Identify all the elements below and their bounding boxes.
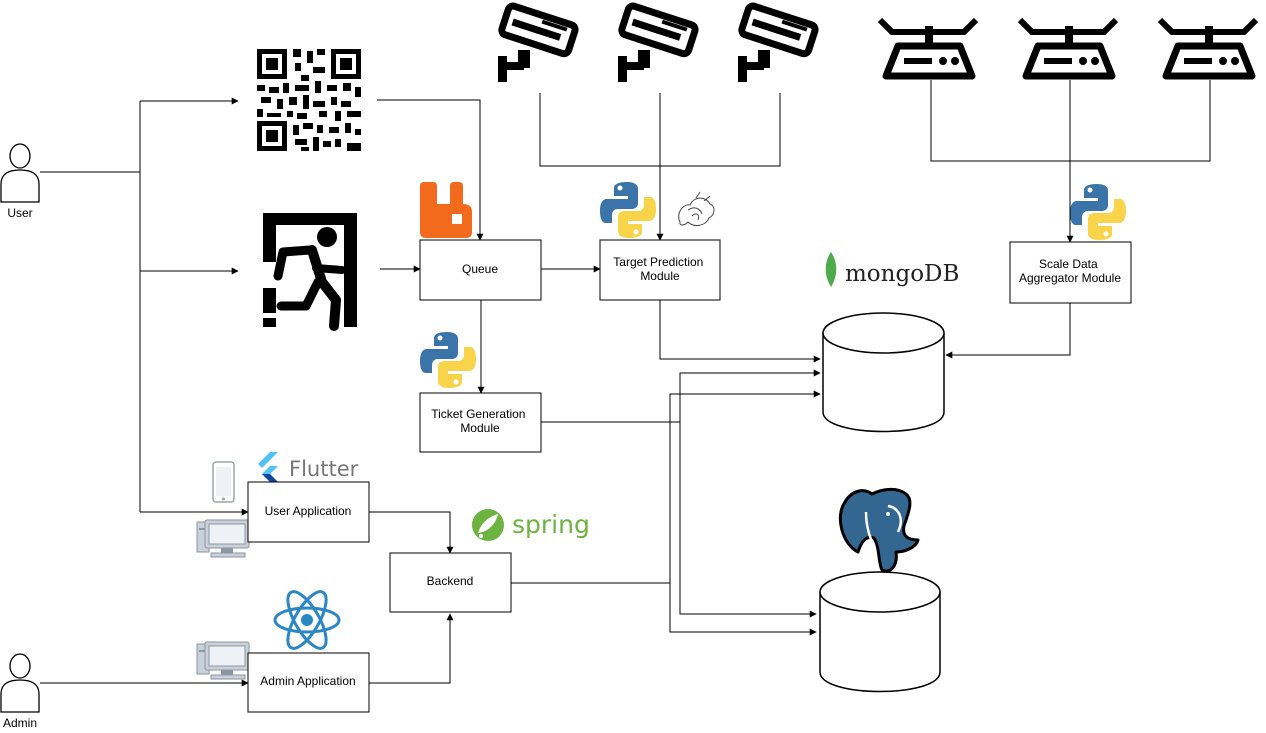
arrow-ticket-to-postgres [679, 422, 817, 618]
postgresql-elephant-icon [839, 487, 920, 573]
smartphone-icon [212, 461, 235, 503]
spring-logo-icon [472, 509, 504, 541]
arrow-qr-to-queue [377, 99, 484, 241]
queue-box: Queue [419, 239, 542, 301]
desktop-computer-icon [196, 641, 250, 680]
person-icon [0, 653, 40, 713]
arrow-target-to-mongo [659, 300, 821, 363]
arrow-aggregator-to-mongo [945, 303, 1071, 359]
backend-box: Backend [389, 552, 512, 613]
rabbitmq-logo-icon [420, 182, 472, 238]
mongodb-database [822, 312, 945, 433]
cctv-camera-icon [738, 5, 816, 82]
mongodb-label: mongoDB [845, 261, 959, 287]
backend-label: Backend [427, 574, 474, 588]
scale-aggregator-label: Scale Data Aggregator Module [1019, 257, 1121, 285]
ticket-generation-label-line1: Ticket Generation [431, 407, 525, 421]
user-application-box: User Application [247, 481, 370, 543]
mongodb-leaf-icon [825, 252, 837, 287]
target-prediction-label-line1: Target Prediction [613, 255, 703, 269]
scale-aggregator-label-line2: Aggregator Module [1019, 271, 1121, 285]
pytorch-sketch-icon [678, 191, 715, 226]
admin-application-label: Admin Application [260, 674, 355, 688]
arrow-ticket-to-mongo [541, 369, 821, 423]
weighing-scale-icon [1020, 20, 1116, 76]
cctv-camera-icon [618, 5, 696, 82]
target-prediction-label: Target Prediction Module [613, 255, 706, 283]
flutter-logo: Flutter [258, 452, 359, 482]
ticket-generation-label: Ticket Generation Module [431, 407, 529, 435]
arrow-backend-to-postgres [669, 583, 817, 636]
arrow-adminapp-to-backend [369, 613, 454, 684]
database-cylinder-icon [822, 312, 945, 433]
user-actor: User [0, 143, 40, 220]
user-application-label: User Application [265, 504, 352, 518]
scale-aggregator-box: Scale Data Aggregator Module [1009, 241, 1132, 304]
arrow-userapp-to-backend [369, 511, 454, 554]
ticket-generation-label-line2: Module [460, 421, 500, 435]
admin-application-box: Admin Application [247, 652, 370, 713]
postgresql-database [819, 571, 941, 693]
cctv-camera-icon [498, 5, 576, 82]
react-logo-icon [273, 590, 341, 650]
ticket-generation-box: Ticket Generation Module [419, 392, 542, 453]
target-prediction-box: Target Prediction Module [599, 239, 721, 301]
spring-label: spring [512, 510, 590, 539]
weighing-scale-icon [1160, 20, 1256, 76]
spring-logo: spring [472, 509, 590, 541]
database-cylinder-icon [819, 571, 941, 693]
desktop-computer-icon [196, 519, 250, 558]
target-prediction-label-line2: Module [640, 269, 680, 283]
scale-aggregator-label-line1: Scale Data [1039, 257, 1098, 271]
exit-door-icon [263, 213, 357, 331]
user-label: User [7, 206, 32, 220]
connectors [40, 80, 1211, 687]
python-logo-icon [420, 332, 476, 388]
person-icon [0, 143, 40, 203]
admin-actor: Admin [0, 653, 40, 730]
python-logo-icon [600, 182, 656, 238]
weighing-scale-icon [880, 20, 976, 76]
queue-label: Queue [462, 262, 498, 276]
admin-label: Admin [3, 716, 37, 730]
flutter-logo-icon [258, 452, 278, 478]
qr-code-icon [257, 49, 361, 151]
mongodb-logo: mongoDB [825, 252, 959, 287]
flutter-label: Flutter [289, 457, 359, 481]
python-logo-icon [1070, 184, 1126, 240]
arrow-backend-to-mongo [511, 390, 821, 584]
